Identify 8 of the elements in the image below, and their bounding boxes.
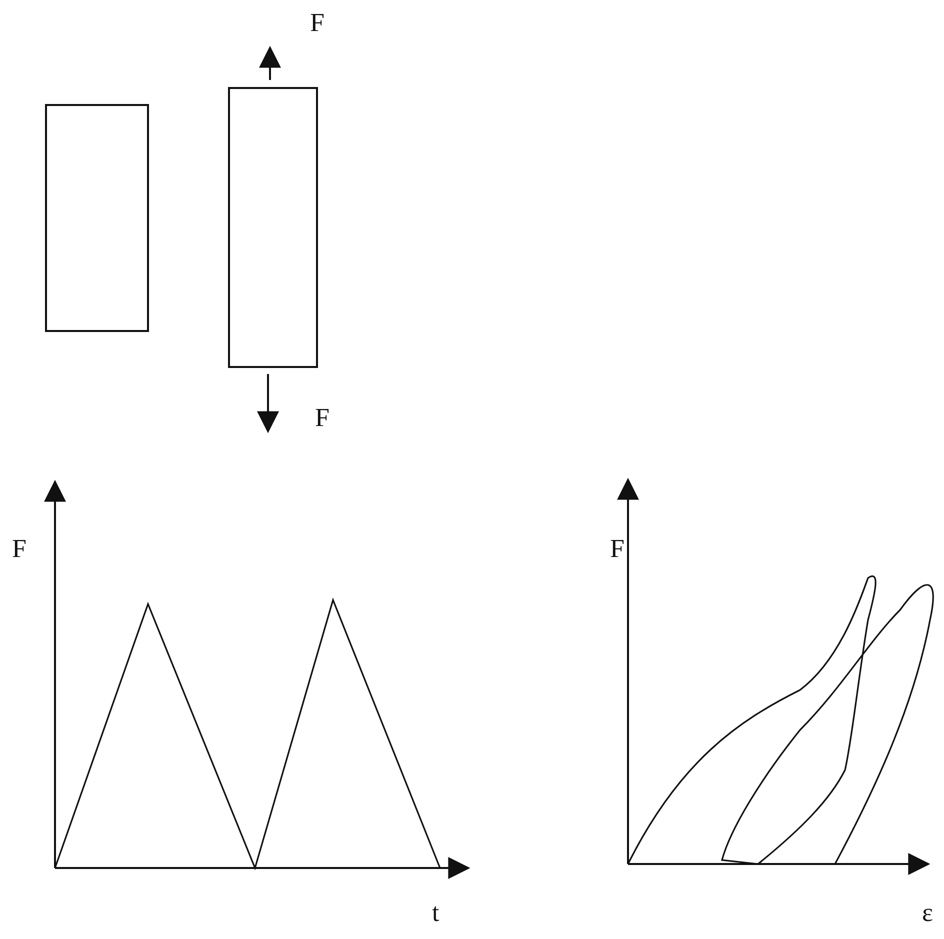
axis-label: t [432, 900, 440, 926]
force-label: F [310, 10, 324, 36]
specimen-rectangle [228, 87, 318, 368]
force-label: F [315, 405, 330, 431]
axis-label: ε [922, 900, 933, 926]
axis-label: F [12, 536, 26, 562]
specimen-rectangle [45, 104, 149, 332]
axis-label: F [610, 536, 624, 562]
